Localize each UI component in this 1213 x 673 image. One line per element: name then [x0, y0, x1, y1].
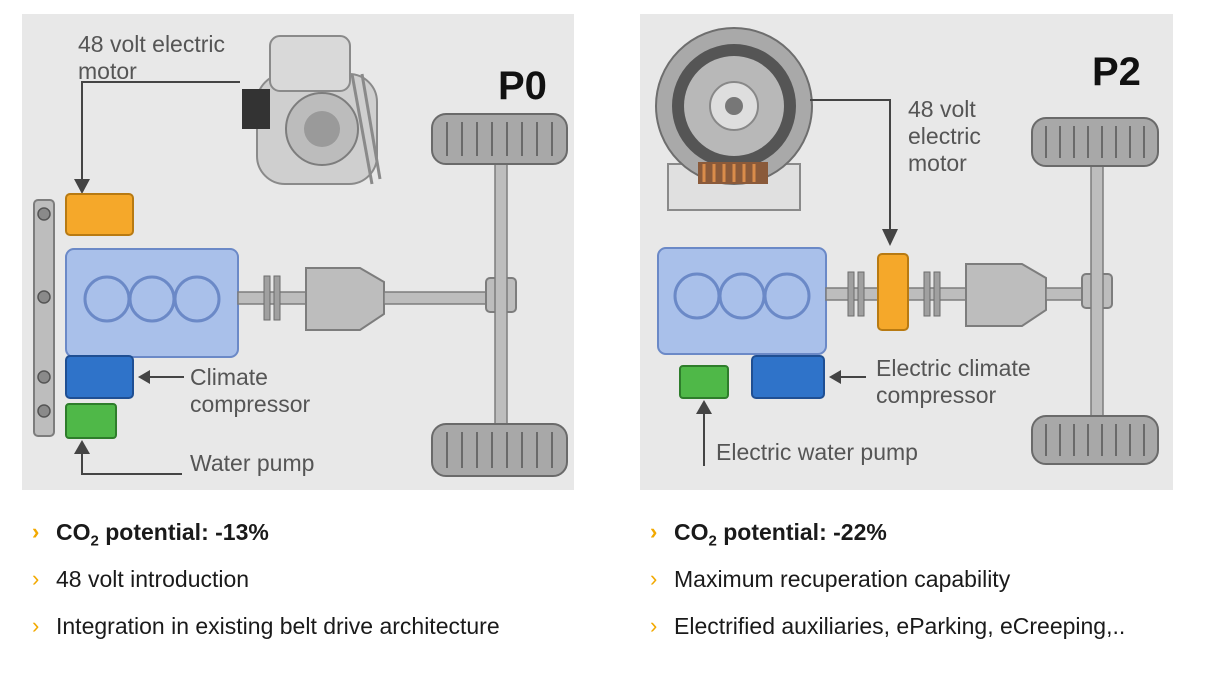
belt-drive	[33, 199, 55, 437]
climate-compressor-box	[751, 355, 825, 399]
bullet-chevron-icon: ›	[32, 519, 40, 544]
p2-title: P2	[1092, 50, 1141, 94]
bullet-chevron-icon: ›	[650, 613, 658, 638]
p2-motor-label: 48 volt electric motor	[908, 96, 981, 176]
p0-pump-label: Water pump	[190, 450, 315, 476]
electric-motor-box	[877, 253, 909, 331]
p2-bullet-co2: › CO2 potential: -22%	[640, 512, 1125, 559]
electric-motor-box	[65, 193, 134, 236]
gearbox	[305, 267, 385, 331]
p2-climate-label: Electric climate compressor	[876, 355, 1031, 408]
water-pump-box	[679, 365, 729, 399]
p0-climate-label: Climate compressor	[190, 364, 311, 417]
integrated-motor-illustration	[655, 27, 813, 211]
rear-tire-bottom	[1031, 415, 1159, 465]
bullet-chevron-icon: ›	[32, 613, 40, 638]
p0-title: P0	[498, 64, 547, 108]
p2-bullet-2: › Maximum recuperation capability	[640, 559, 1125, 606]
rear-tire-top	[1031, 117, 1159, 167]
rear-tire-top	[431, 113, 568, 165]
bullet-chevron-icon: ›	[650, 519, 658, 544]
engine-block	[65, 248, 239, 358]
p2-bullet-3: › Electrified auxiliaries, eParking, eCr…	[640, 606, 1125, 653]
engine-block	[657, 247, 827, 355]
p2-bullet-list: › CO2 potential: -22% › Maximum recupera…	[640, 512, 1125, 653]
p0-bullet-co2: › CO2 potential: -13%	[22, 512, 500, 559]
gearbox	[965, 263, 1047, 327]
climate-compressor-box	[65, 355, 134, 399]
water-pump-box	[65, 403, 117, 439]
p0-bullet-2: › 48 volt introduction	[22, 559, 500, 606]
bullet-chevron-icon: ›	[650, 566, 658, 591]
p0-bullet-3: › Integration in existing belt drive arc…	[22, 606, 500, 653]
rear-tire-bottom	[431, 423, 568, 477]
bullet-chevron-icon: ›	[32, 566, 40, 591]
p2-diagram	[655, 27, 1159, 466]
p0-diagram	[33, 35, 568, 477]
alternator-illustration	[242, 35, 382, 185]
p0-diagram-panel: P0 48 volt electric motor Climate compre…	[22, 14, 574, 490]
p0-motor-label: 48 volt electric motor	[78, 31, 226, 84]
p2-diagram-panel: P2 48 volt electric motor Electric clima…	[640, 14, 1173, 490]
p2-pump-label: Electric water pump	[716, 439, 918, 465]
p0-bullet-list: › CO2 potential: -13% › 48 volt introduc…	[22, 512, 500, 653]
